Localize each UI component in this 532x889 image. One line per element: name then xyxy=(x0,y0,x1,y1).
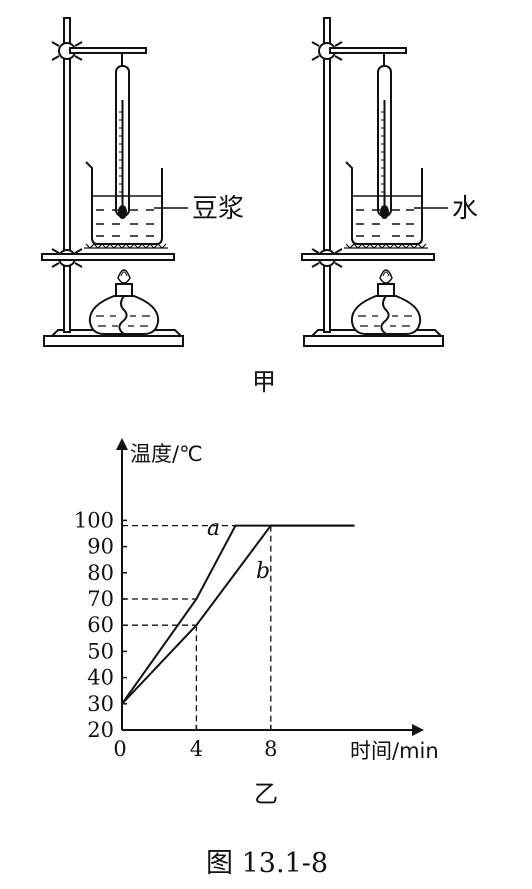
figure-caption: 图 13.1-8 xyxy=(206,848,328,879)
alcohol-lamp xyxy=(88,269,160,335)
y-tick-label: 70 xyxy=(87,587,114,611)
wire-gauze xyxy=(84,243,168,249)
y-tick-label: 60 xyxy=(87,613,114,637)
y-tick-label: 40 xyxy=(87,666,114,690)
beaker xyxy=(85,161,163,245)
stand-rod xyxy=(323,17,331,333)
y-axis-arrow xyxy=(116,438,128,450)
label-soy-milk: 豆浆 xyxy=(192,194,244,224)
series-label-a: a xyxy=(207,516,220,541)
apparatus-right xyxy=(301,17,444,347)
x-axis-arrow xyxy=(412,724,424,736)
caption-yi: 乙 xyxy=(254,780,278,808)
apparatus-left xyxy=(41,17,184,347)
x-tick-label: 0 xyxy=(113,737,126,761)
beaker xyxy=(345,161,423,245)
y-axis-label: 温度/℃ xyxy=(130,442,203,466)
stand-rod xyxy=(63,17,71,333)
x-tick-label: 8 xyxy=(264,737,277,761)
y-tick-label: 80 xyxy=(87,561,114,585)
y-tick-label: 20 xyxy=(87,718,114,742)
x-tick-label: 4 xyxy=(190,737,203,761)
y-tick-label: 30 xyxy=(87,692,114,716)
caption-jia: 甲 xyxy=(252,368,276,396)
label-water: 水 xyxy=(452,194,478,224)
x-axis-label: 时间/min xyxy=(350,739,439,763)
series-label-b: b xyxy=(256,559,270,584)
y-tick-label: 50 xyxy=(87,639,114,663)
alcohol-lamp xyxy=(350,269,422,335)
wire-gauze xyxy=(344,243,428,249)
y-tick-label: 100 xyxy=(74,508,114,532)
series-line-a xyxy=(121,524,355,705)
y-tick-label: 90 xyxy=(87,535,114,559)
series-line-b xyxy=(121,524,355,705)
